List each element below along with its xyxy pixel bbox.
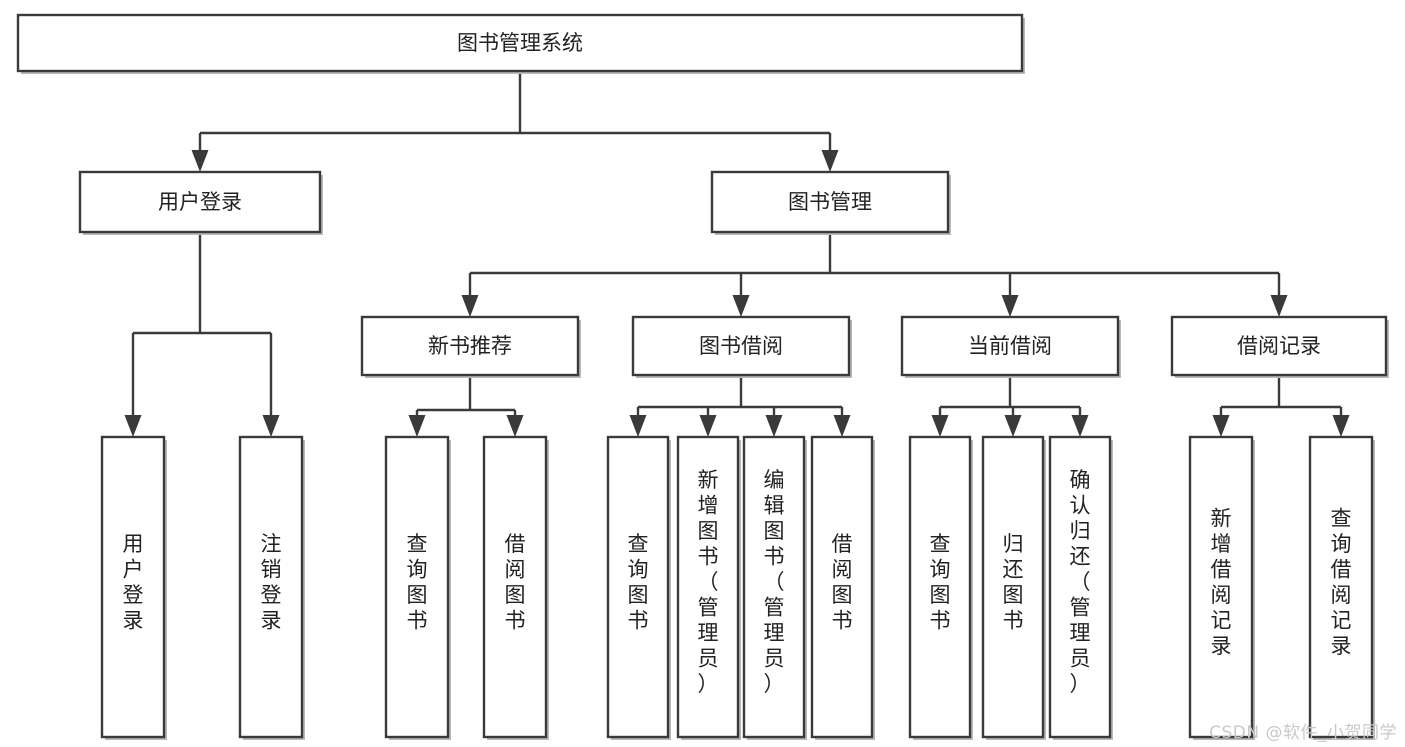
node-box[interactable] [1308,435,1374,739]
node-leaf-logout[interactable]: 注销登录 [238,435,305,740]
edge-user_login-to-leaf_user_login [124,333,142,437]
edge-book_manage-to-new_book_rec [461,273,479,317]
edge-new_book_rec-to-leaf_borrow_book_1 [506,410,524,437]
node-leaf-confirm-return[interactable]: 确认归还（管理员） [1048,435,1113,740]
node-box[interactable] [676,435,740,739]
node-label: 查询借阅记录 [1331,506,1352,658]
nodes-layer: 图书管理系统用户登录图书管理新书推荐图书借阅当前借阅借阅记录用户登录注销登录查询… [16,13,1389,740]
user-login-branch [133,232,271,335]
node-borrow-record[interactable]: 借阅记录 [1170,315,1389,378]
edge-borrow_record-to-leaf_query_record [1332,407,1350,437]
root-branch [200,71,830,135]
node-leaf-borrow-book-1[interactable]: 借阅图书 [482,435,549,740]
node-box[interactable] [1048,435,1112,739]
node-label: 确认归还（管理员） [1070,468,1091,696]
edge-current_borrow-to-leaf_return_book [1004,407,1022,437]
edge-book_borrow-to-leaf_edit_book [765,407,783,437]
node-box[interactable] [908,435,972,739]
new-book-rec-branch [417,375,515,412]
node-box[interactable] [16,13,1024,73]
node-box[interactable] [100,435,166,739]
edge-book_borrow-to-leaf_query_book_2 [629,407,647,437]
node-label: 当前借阅 [968,334,1052,358]
node-leaf-borrow-book-2[interactable]: 借阅图书 [810,435,875,740]
node-box[interactable] [1188,435,1254,739]
node-leaf-return-book[interactable]: 归还图书 [981,435,1046,740]
edge-book_manage-to-current_borrow [1001,273,1019,317]
node-box[interactable] [360,315,580,377]
borrow-record-branch [1221,375,1341,409]
node-label: 借阅记录 [1237,334,1321,358]
edge-book_borrow-to-leaf_add_book [699,407,717,437]
node-label: 用户登录 [123,532,144,633]
node-label: 归还图书 [1003,532,1024,633]
node-label: 借阅图书 [505,532,526,633]
node-label: 新增图书（管理员） [698,468,719,696]
node-label: 新书推荐 [428,334,512,358]
node-label: 图书借阅 [699,334,783,358]
node-label: 编辑图书（管理员） [764,468,785,696]
node-leaf-edit-book[interactable]: 编辑图书（管理员） [742,435,807,740]
node-user-login[interactable]: 用户登录 [78,170,323,235]
node-box[interactable] [606,435,670,739]
node-box[interactable] [900,315,1120,377]
edge-root-to-user_login [191,133,209,172]
node-label: 查询图书 [407,532,428,633]
edge-current_borrow-to-leaf_confirm_return [1071,407,1089,437]
node-label: 借阅图书 [832,532,853,633]
node-box[interactable] [810,435,874,739]
node-book-borrow[interactable]: 图书借阅 [631,315,852,378]
book-manage-branch [470,232,1279,275]
edge-root-to-book_manage [821,133,839,172]
node-leaf-add-record[interactable]: 新增借阅记录 [1188,435,1255,740]
node-label: 图书管理 [788,190,872,214]
node-label: 注销登录 [261,532,282,633]
node-leaf-query-book-2[interactable]: 查询图书 [606,435,671,740]
node-label: 用户登录 [158,190,242,214]
edge-new_book_rec-to-leaf_query_book_1 [408,410,426,437]
node-leaf-query-record[interactable]: 查询借阅记录 [1308,435,1375,740]
node-book-manage[interactable]: 图书管理 [710,170,951,235]
node-box[interactable] [384,435,450,739]
node-box[interactable] [981,435,1045,739]
book-borrow-branch [638,375,842,409]
node-current-borrow[interactable]: 当前借阅 [900,315,1121,378]
edge-book_manage-to-borrow_record [1270,273,1288,317]
node-label: 查询图书 [628,532,649,633]
edge-borrow_record-to-leaf_add_record [1212,407,1230,437]
edge-user_login-to-leaf_logout [262,333,280,437]
node-box[interactable] [1170,315,1388,377]
node-box[interactable] [482,435,548,739]
node-box[interactable] [710,170,950,234]
node-new-book-rec[interactable]: 新书推荐 [360,315,581,378]
node-leaf-query-book-3[interactable]: 查询图书 [908,435,973,740]
node-label: 新增借阅记录 [1211,506,1232,658]
node-label: 图书管理系统 [457,31,583,55]
node-box[interactable] [238,435,304,739]
node-label: 查询图书 [930,532,951,633]
current-borrow-branch [940,375,1080,409]
node-leaf-add-book[interactable]: 新增图书（管理员） [676,435,741,740]
edge-current_borrow-to-leaf_query_book_3 [931,407,949,437]
node-leaf-user-login[interactable]: 用户登录 [100,435,167,740]
node-box[interactable] [742,435,806,739]
edge-book_borrow-to-leaf_borrow_book_2 [833,407,851,437]
edges-layer [124,71,1350,437]
node-leaf-query-book-1[interactable]: 查询图书 [384,435,451,740]
edge-book_manage-to-book_borrow [732,273,750,317]
node-root[interactable]: 图书管理系统 [16,13,1025,74]
node-box[interactable] [631,315,851,377]
node-box[interactable] [78,170,322,234]
